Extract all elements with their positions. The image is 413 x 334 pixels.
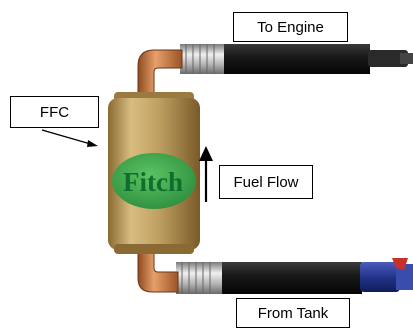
logo-badge [112, 153, 196, 209]
fuel-flow-arrow [199, 146, 213, 202]
ffc-pointer-arrow [41, 129, 98, 147]
ffc-label: FFC [10, 96, 99, 128]
engine-hose-tip [400, 53, 413, 64]
tank-fitting [176, 262, 222, 294]
ffc-canister [108, 92, 200, 254]
tank-line [137, 245, 413, 294]
tank-line-blue-end [396, 264, 413, 290]
canister-bottom-cap [114, 244, 194, 254]
tank-line-blue [360, 262, 400, 292]
from-tank-label: From Tank [236, 298, 350, 328]
engine-hose [222, 44, 370, 74]
engine-hose-end [368, 50, 408, 67]
tank-hose [220, 262, 362, 294]
tank-copper-elbow [137, 245, 179, 293]
engine-line [137, 44, 413, 99]
fuel-flow-label: Fuel Flow [219, 165, 313, 199]
engine-copper-elbow [137, 49, 183, 99]
tank-line-red-clip [392, 258, 408, 270]
fitch-logo-text: Fitch [123, 166, 183, 197]
engine-fitting [180, 44, 224, 74]
to-engine-label: To Engine [233, 12, 348, 42]
